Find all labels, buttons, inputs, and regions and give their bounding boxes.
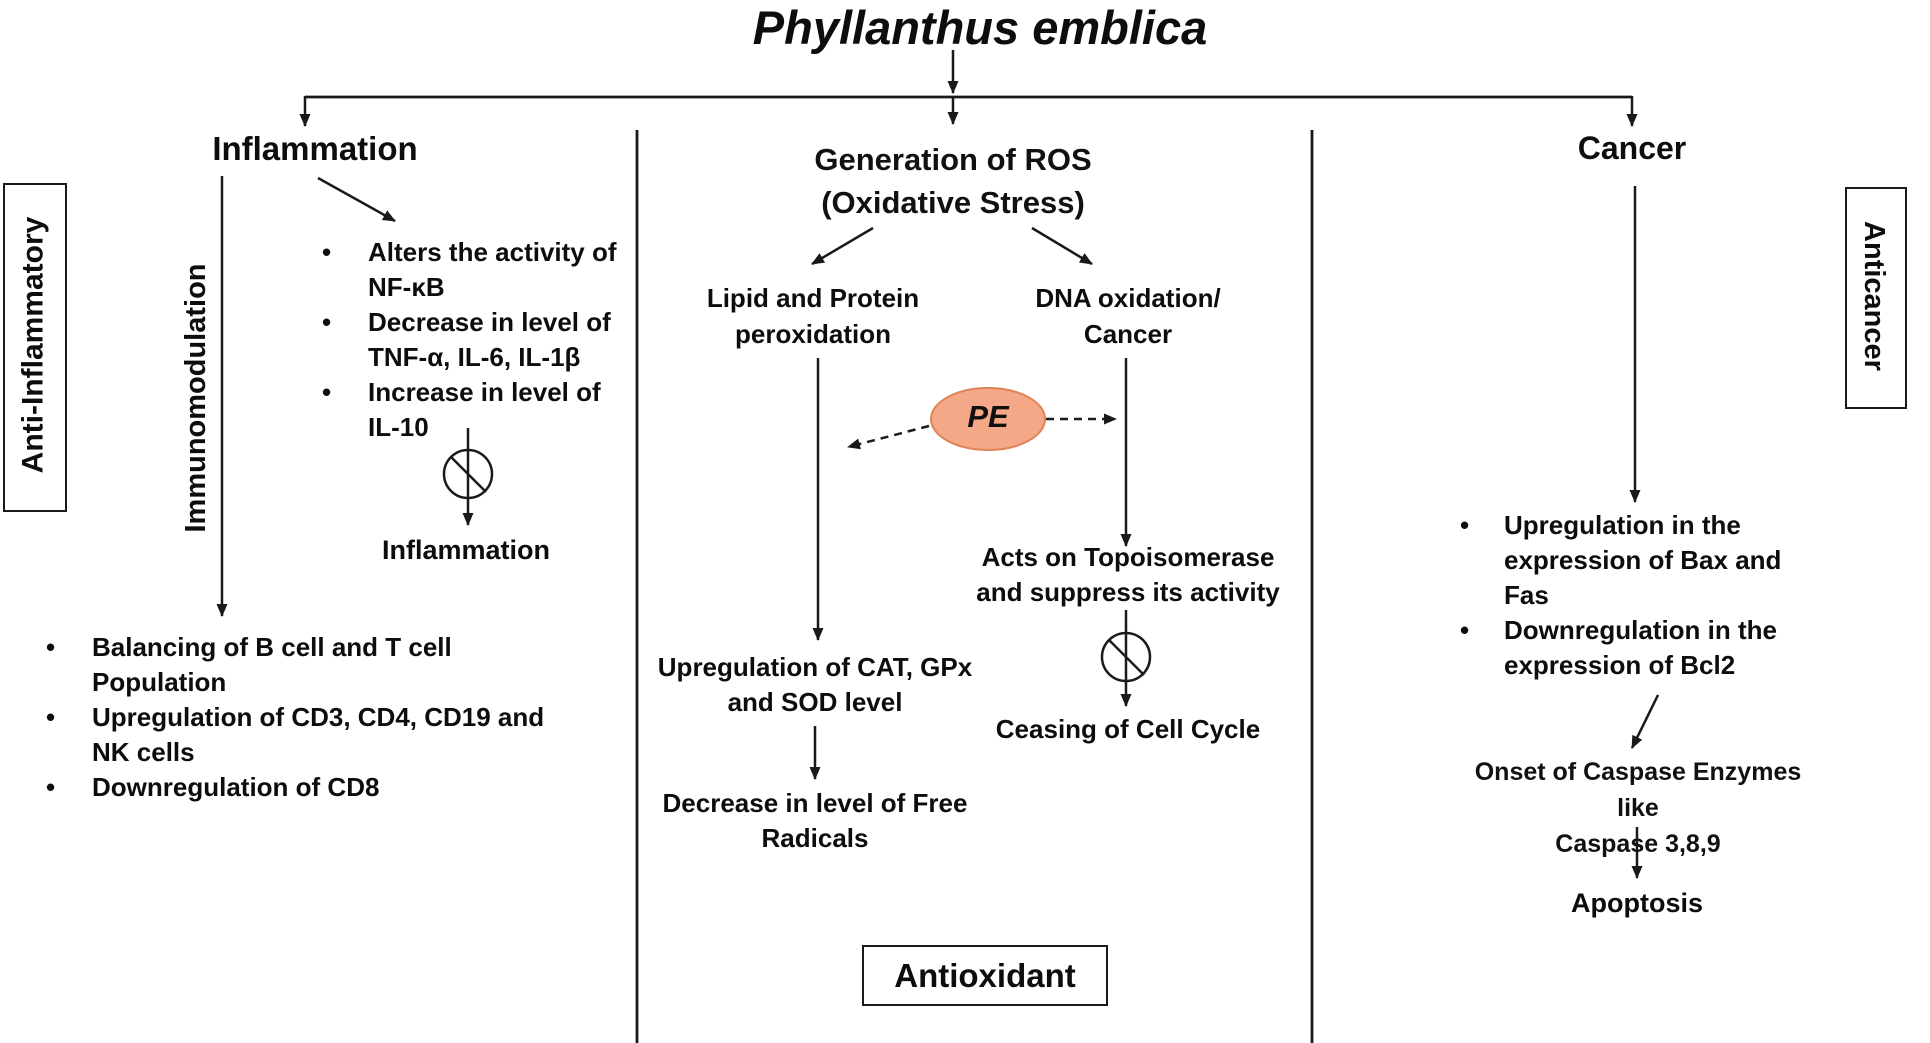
list-item-text: Increase in level of IL-10 xyxy=(368,377,601,442)
topoisomerase-node: Acts on Topoisomerase and suppress its a… xyxy=(963,540,1293,610)
pe-label: PE xyxy=(967,399,1009,434)
list-item: • Increase in level of IL-10 xyxy=(322,375,632,445)
decrease-node-line2: Radicals xyxy=(761,823,869,853)
list-item-text: Downregulation in the expression of Bcl2 xyxy=(1504,615,1777,680)
list-item-text: Alters the activity of NF-κB xyxy=(368,237,617,302)
inhibition-icon xyxy=(442,448,494,500)
cat-node-line1: Upregulation of CAT, GPx xyxy=(657,652,973,682)
inhibition-icon xyxy=(1100,631,1152,683)
immunomodulation-label: Immunomodulation xyxy=(180,263,212,533)
bullet-icon: • xyxy=(322,307,332,337)
bullet-icon: • xyxy=(322,377,332,407)
anti-inflammatory-label: Anti-Inflammatory xyxy=(16,216,50,474)
topo-node-line2: and suppress its activity xyxy=(976,577,1280,607)
page-title: Phyllanthus emblica xyxy=(752,1,1208,54)
list-item-text: Balancing of B cell and T cell Populatio… xyxy=(92,632,452,697)
antioxidant-label: Antioxidant xyxy=(894,956,1076,994)
list-item: • Downregulation in the expression of Bc… xyxy=(1460,613,1830,683)
ros-to-dna-arrow xyxy=(1031,226,1093,266)
list-item: • Balancing of B cell and T cell Populat… xyxy=(46,630,586,700)
lipid-node-line1: Lipid and Protein xyxy=(706,283,920,313)
inflammation-outcome-label: Inflammation xyxy=(381,535,550,565)
dna-node-line2: Cancer xyxy=(1083,319,1173,349)
decrease-node-line1: Decrease in level of Free xyxy=(662,788,968,818)
list-item-text: Downregulation of CD8 xyxy=(92,772,380,802)
lipid-peroxidation-node: Lipid and Protein peroxidation xyxy=(668,280,958,352)
inhibition-icon-slash xyxy=(450,456,487,493)
lipid-node-line2: peroxidation xyxy=(734,319,891,349)
ceasing-cell-cycle-node: Ceasing of Cell Cycle xyxy=(995,714,1261,744)
list-item: • Downregulation of CD8 xyxy=(46,770,586,805)
bullet-icon: • xyxy=(46,632,56,662)
inflammation-to-bullets-arrow xyxy=(317,176,396,223)
anticancer-label: Anticancer xyxy=(1858,221,1890,371)
list-item-text: Decrease in level of TNF-α, IL-6, IL-1β xyxy=(368,307,611,372)
inflammation-heading: Inflammation xyxy=(212,130,418,167)
caspase-node-line2: Caspase 3,8,9 xyxy=(1555,830,1721,858)
pe-dashed-arrow-left xyxy=(847,424,930,450)
cancer-bullet-list: • Upregulation in the expression of Bax … xyxy=(1460,508,1830,683)
list-item: • Decrease in level of TNF-α, IL-6, IL-1… xyxy=(322,305,632,375)
caspase-node: Onset of Caspase Enzymes like Caspase 3,… xyxy=(1457,754,1819,862)
topo-node-line1: Acts on Topoisomerase xyxy=(981,542,1275,572)
ros-heading: Generation of ROS (Oxidative Stress) xyxy=(753,138,1153,224)
antioxidant-box: Antioxidant xyxy=(862,945,1108,1006)
free-radicals-node: Decrease in level of Free Radicals xyxy=(654,786,976,856)
anti-inflammatory-box xyxy=(3,183,67,512)
dna-node-line1: DNA oxidation/ xyxy=(1035,283,1221,313)
bullet-icon: • xyxy=(1460,615,1470,645)
dna-oxidation-node: DNA oxidation/ Cancer xyxy=(983,280,1273,352)
list-item: • Alters the activity of NF-κB xyxy=(322,235,632,305)
cancer-heading: Cancer xyxy=(1577,130,1687,166)
bullet-icon: • xyxy=(1460,510,1470,540)
bcl2-to-caspase-arrow xyxy=(1630,694,1660,749)
ros-heading-line1: Generation of ROS xyxy=(814,142,1092,177)
list-item: • Upregulation of CD3, CD4, CD19 and NK … xyxy=(46,700,586,770)
bullet-icon: • xyxy=(46,772,56,802)
bullet-icon: • xyxy=(46,702,56,732)
apoptosis-node: Apoptosis xyxy=(1571,888,1703,918)
ros-to-lipid-arrow xyxy=(811,226,874,266)
list-item: • Upregulation in the expression of Bax … xyxy=(1460,508,1830,613)
caspase-node-line1: Onset of Caspase Enzymes like xyxy=(1474,758,1802,822)
list-item-text: Upregulation in the expression of Bax an… xyxy=(1504,510,1782,610)
ros-heading-line2: (Oxidative Stress) xyxy=(821,185,1085,220)
bullet-icon: • xyxy=(322,237,332,267)
pe-ellipse xyxy=(930,387,1046,451)
cat-node-line2: and SOD level xyxy=(727,687,903,717)
cat-gpx-sod-node: Upregulation of CAT, GPx and SOD level xyxy=(654,650,976,720)
immunomodulation-bullet-list: • Balancing of B cell and T cell Populat… xyxy=(46,630,586,805)
inhibition-icon-slash xyxy=(1108,639,1145,676)
list-item-text: Upregulation of CD3, CD4, CD19 and NK ce… xyxy=(92,702,545,767)
nfkb-bullet-list: • Alters the activity of NF-κB • Decreas… xyxy=(322,235,632,445)
anticancer-box xyxy=(1845,187,1907,409)
